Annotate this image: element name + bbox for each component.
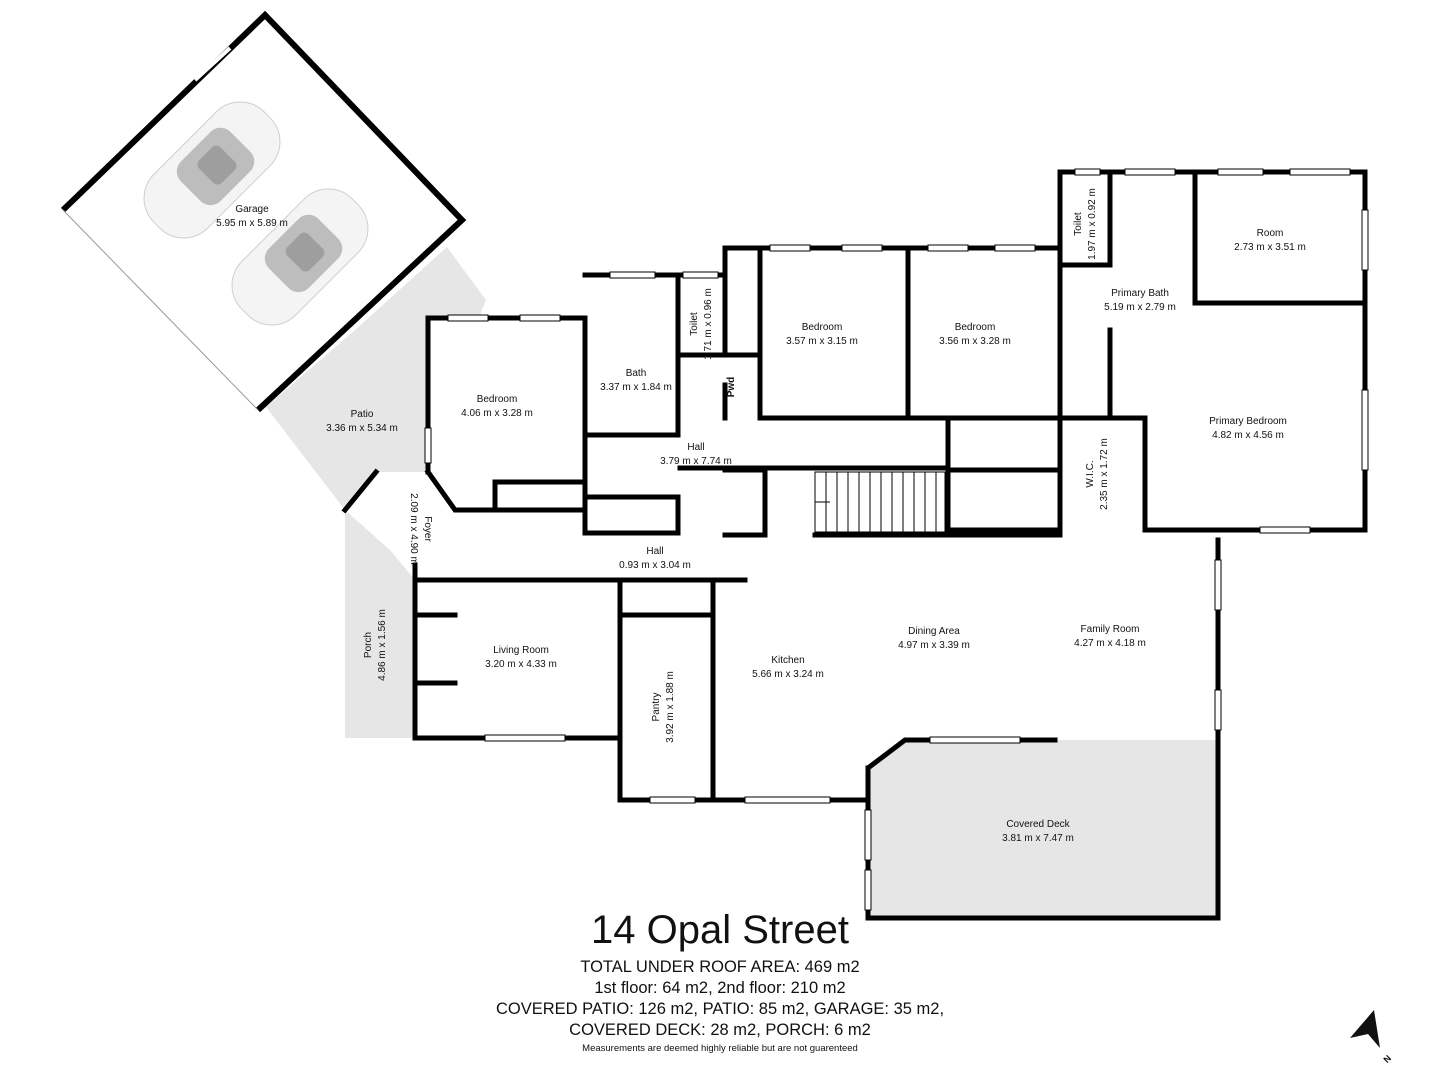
room-name: Kitchen xyxy=(771,655,805,666)
room-name: Living Room xyxy=(493,645,549,656)
room-dims: 0.93 m x 3.04 m xyxy=(619,560,691,571)
room-hall-small: Hall 0.93 m x 3.04 m xyxy=(613,545,697,573)
area-line-floors: 1st floor: 64 m2, 2nd floor: 210 m2 xyxy=(594,979,846,997)
room-name: W.I.C. xyxy=(1085,460,1096,488)
room-name: Toilet xyxy=(1073,212,1084,236)
room-dims: 4.82 m x 4.56 m xyxy=(1212,430,1284,441)
room-name: Primary Bath xyxy=(1111,288,1169,299)
staircase xyxy=(814,471,946,533)
room-primary-bedroom: Primary Bedroom 4.82 m x 4.56 m xyxy=(1198,415,1298,443)
room-dims: 3.20 m x 4.33 m xyxy=(485,659,557,670)
area-line-total: TOTAL UNDER ROOF AREA: 469 m2 xyxy=(580,958,860,976)
room-bath: Bath 3.37 m x 1.84 m xyxy=(594,367,678,395)
room-bedroom-west: Bedroom 4.06 m x 3.28 m xyxy=(455,393,539,421)
garage-outline xyxy=(60,10,467,413)
room-dims: 3.92 m x 1.88 m xyxy=(665,671,676,743)
room-dims: 3.56 m x 3.28 m xyxy=(939,336,1011,347)
car-icon xyxy=(143,101,281,239)
room-toilet-2: Toilet 1.97 m x 0.92 m xyxy=(1072,184,1100,264)
room-garage: Garage 5.95 m x 5.89 m xyxy=(210,203,294,231)
room-name: Room xyxy=(1256,228,1284,239)
address-title: 14 Opal Street xyxy=(591,908,849,952)
room-bedroom-east: Bedroom 3.56 m x 3.28 m xyxy=(933,321,1017,349)
area-line-deck: COVERED DECK: 28 m2, PORCH: 6 m2 xyxy=(569,1021,871,1039)
room-name: Bedroom xyxy=(476,394,518,405)
room-dining: Dining Area 4.97 m x 3.39 m xyxy=(892,625,976,653)
room-dims: 5.66 m x 3.24 m xyxy=(752,669,824,680)
room-kitchen: Kitchen 5.66 m x 3.24 m xyxy=(746,654,830,682)
room-dims: 1.71 m x 0.96 m xyxy=(703,288,714,360)
area-line-patio: COVERED PATIO: 126 m2, PATIO: 85 m2, GAR… xyxy=(495,1000,945,1018)
covered-deck-area xyxy=(869,740,1218,918)
room-toilet-1: Toilet 1.71 m x 0.96 m xyxy=(688,284,716,364)
walls xyxy=(341,169,1368,921)
room-dims: 3.81 m x 7.47 m xyxy=(1002,833,1074,844)
room-primary-bath: Primary Bath 5.19 m x 2.79 m xyxy=(1098,287,1182,315)
room-dims: 2.09 m x 4.90 m xyxy=(408,493,419,565)
room-living: Living Room 3.20 m x 4.33 m xyxy=(479,644,563,672)
room-dims: 4.97 m x 3.39 m xyxy=(898,640,970,651)
room-name: Garage xyxy=(235,204,269,215)
room-name: Patio xyxy=(350,409,374,420)
car-icon xyxy=(231,188,369,326)
room-bedroom-mid: Bedroom 3.57 m x 3.15 m xyxy=(780,321,864,349)
room-foyer: Foyer 2.09 m x 4.90 m xyxy=(406,489,434,569)
room-dims: 3.57 m x 3.15 m xyxy=(786,336,858,347)
room-family: Family Room 4.27 m x 4.18 m xyxy=(1068,623,1152,651)
room-name: Hall xyxy=(687,442,705,453)
shaded-areas xyxy=(266,247,1218,918)
room-dims: 3.79 m x 7.74 m xyxy=(660,456,732,467)
room-name: Covered Deck xyxy=(1006,819,1070,830)
room-patio: Patio 3.36 m x 5.34 m xyxy=(320,408,404,436)
room-dims: 3.37 m x 1.84 m xyxy=(600,382,672,393)
room-porch: Porch 4.86 m x 1.56 m xyxy=(362,605,390,685)
room-dims: 4.27 m x 4.18 m xyxy=(1074,638,1146,649)
room-name: Pwd xyxy=(726,376,737,398)
room-wic: W.I.C. 2.35 m x 1.72 m xyxy=(1084,434,1112,514)
windows xyxy=(424,168,1369,911)
room-dims: 2.35 m x 1.72 m xyxy=(1099,438,1110,510)
room-pwd: Pwd xyxy=(725,367,739,407)
room-dims: 5.19 m x 2.79 m xyxy=(1104,302,1176,313)
room-name: Bedroom xyxy=(954,322,996,333)
disclaimer: Measurements are deemed highly reliable … xyxy=(582,1043,858,1054)
room-room: Room 2.73 m x 3.51 m xyxy=(1228,227,1312,255)
room-name: Bedroom xyxy=(801,322,843,333)
room-name: Family Room xyxy=(1080,624,1140,635)
room-dims: 4.06 m x 3.28 m xyxy=(461,408,533,419)
room-deck: Covered Deck 3.81 m x 7.47 m xyxy=(996,818,1080,846)
patio-area xyxy=(266,247,486,510)
room-name: Dining Area xyxy=(908,626,960,637)
room-dims: 4.86 m x 1.56 m xyxy=(377,609,388,681)
room-name: Pantry xyxy=(651,692,662,722)
room-name: Porch xyxy=(363,631,374,659)
porch-area xyxy=(345,510,415,738)
room-dims: 3.36 m x 5.34 m xyxy=(326,423,398,434)
room-name: Hall xyxy=(646,546,664,557)
room-dims: 2.73 m x 3.51 m xyxy=(1234,242,1306,253)
room-name: Primary Bedroom xyxy=(1209,416,1287,427)
room-name: Toilet xyxy=(689,312,700,336)
room-dims: 5.95 m x 5.89 m xyxy=(216,218,288,229)
room-name: Foyer xyxy=(422,516,433,542)
room-dims: 1.97 m x 0.92 m xyxy=(1087,188,1098,260)
room-name: Bath xyxy=(625,368,647,379)
compass-icon xyxy=(1350,1010,1380,1048)
room-hall-main: Hall 3.79 m x 7.74 m xyxy=(654,441,738,469)
room-pantry: Pantry 3.92 m x 1.88 m xyxy=(650,667,678,747)
